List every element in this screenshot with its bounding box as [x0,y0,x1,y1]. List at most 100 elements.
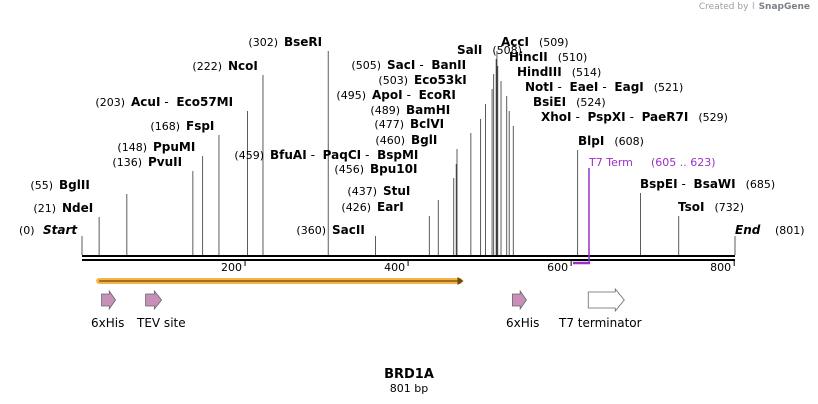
site-position: (360) [296,224,326,237]
cut-site-eari[interactable]: (426)EarI [341,200,430,255]
feature-label: T7 terminator [558,316,642,330]
primer-range: (605 .. 623) [651,156,716,169]
site-position: (505) [351,59,381,72]
feature-1[interactable]: 6xHis [91,289,124,330]
cut-site-acci[interactable]: AccI(509) [496,35,569,255]
site-position: (529) [698,111,728,124]
name-separator: - [602,80,606,94]
feature-arrow [512,289,527,311]
enzyme-name: BfuAI [270,148,307,162]
site-position: (459) [234,149,264,162]
site-position: (55) [30,179,53,192]
name-separator: - [419,58,423,72]
end-label: End [735,223,761,237]
enzyme-name: BglI [411,133,437,147]
feature-arrow [101,289,117,311]
enzyme-name: Bpu10I [370,162,417,176]
cut-site-fspi[interactable]: (168)FspI [150,119,220,255]
sequence-start-marker: (0)Start [19,223,83,255]
cut-site-tsoi[interactable]: TsoI (732) [678,200,744,255]
cut-site-bamhi[interactable]: (489) BamHI [370,103,482,255]
site-position: (732) [714,201,744,214]
enzyme-name: BsiEI [533,95,566,109]
cut-site-ncoi[interactable]: (222)NcoI [192,59,264,255]
site-position: (426) [341,201,371,214]
name-separator: - [311,148,315,162]
cut-site-sali[interactable]: SalI(508) [457,43,522,255]
cut-site-saci[interactable]: (505)SacI-BanII [351,58,495,255]
primer-t7-term[interactable]: T7 Term (605 .. 623) [573,156,716,265]
feature-4[interactable]: T7 terminator [558,287,642,330]
snapgene-logo-icon: ⌇ [751,2,756,12]
site-position: (203) [95,96,125,109]
enzyme-name: AcuI [131,95,160,109]
enzyme-name: HincII [509,50,548,64]
primer-name: T7 Term [588,156,633,169]
site-position: (508) [492,44,522,57]
name-separator: - [365,148,369,162]
cut-site-ndei[interactable]: (21)NdeI [33,201,100,255]
cut-site-bsiei[interactable]: BsiEI (524) [508,95,606,255]
enzyme-name: Eco57MI [176,95,233,109]
cut-site-sacii[interactable]: (360) SacII [296,223,376,255]
enzyme-name: BsaWI [694,177,736,191]
feature-label: 6xHis [506,316,539,330]
enzyme-name: BamHI [406,103,450,117]
cut-site-apoi[interactable]: (495)ApoI-EcoRI [336,88,486,255]
cut-site-bfuai[interactable]: (459)BfuAI-PaqCI-BspMI [234,148,457,255]
end-position: (801) [775,224,805,237]
cut-site-pvuii[interactable]: (136)PvuII [112,155,194,255]
name-separator: - [576,110,580,124]
enzyme-name: XhoI [541,110,572,124]
cut-site-bglii[interactable]: (55)BglII [30,178,128,255]
site-position: (477) [374,118,404,131]
cut-site-hincii[interactable]: HincII(510) [497,50,588,255]
enzyme-name: SacI [387,58,415,72]
enzyme-name: EcoRI [419,88,456,102]
cut-site-bclvi[interactable]: (477) BclVI [374,117,472,255]
cut-site-eco53ki[interactable]: (503)Eco53kI [378,73,493,255]
site-position: (148) [117,141,147,154]
site-position: (524) [576,96,606,109]
site-position: (437) [347,185,377,198]
enzyme-name: BclVI [410,117,444,131]
cut-site-acui[interactable]: (203) AcuI-Eco57MI [95,95,248,255]
cut-site-noti[interactable]: NotI-EaeI-EagI(521) [506,80,684,255]
ruler-tick-label: 600 [547,261,568,274]
enzyme-name: BspEI [640,177,678,191]
cut-site-bgli[interactable]: (460) BglI [375,133,458,255]
site-position: (503) [378,74,408,87]
feature-3[interactable]: 6xHis [506,289,539,330]
enzyme-name: NdeI [62,201,93,215]
enzyme-name: PaqCI [323,148,361,162]
enzyme-name: SacII [332,223,365,237]
enzyme-name: PaeR7I [642,110,689,124]
enzyme-name: BanII [431,58,466,72]
orf-arrowhead [457,277,464,285]
feature-2[interactable]: TEV site [136,289,186,330]
start-label: Start [43,223,78,237]
site-position: (514) [572,66,602,79]
cut-site-bpu10i[interactable]: (456)Bpu10I [334,162,455,255]
site-position: (489) [370,104,400,117]
cut-site-hindiii[interactable]: HindIII(514) [500,65,602,255]
site-position: (495) [336,89,366,102]
site-position: (460) [375,134,405,147]
name-separator: - [558,80,562,94]
name-separator: - [630,110,634,124]
cut-site-xhoi[interactable]: XhoI-PspXI-PaeR7I(529) [512,110,728,255]
cut-site-bseri[interactable]: (302)BseRI [248,35,329,255]
enzyme-name: NotI [525,80,554,94]
orf-arrow[interactable] [96,277,464,285]
ruler-tick-label: 800 [710,261,731,274]
enzyme-name: NcoI [228,59,258,73]
enzyme-name: TsoI [678,200,704,214]
cut-site-ppumi[interactable]: (148)PpuMI [117,140,204,255]
cut-site-bspei[interactable]: BspEI-BsaWI(685) [640,177,775,255]
cut-site-blpi[interactable]: BlpI(608) [577,134,644,255]
cut-site-stui[interactable]: (437)StuI [347,184,439,255]
enzyme-name: BspMI [377,148,418,162]
site-position: (302) [248,36,278,49]
name-separator: - [164,95,168,109]
